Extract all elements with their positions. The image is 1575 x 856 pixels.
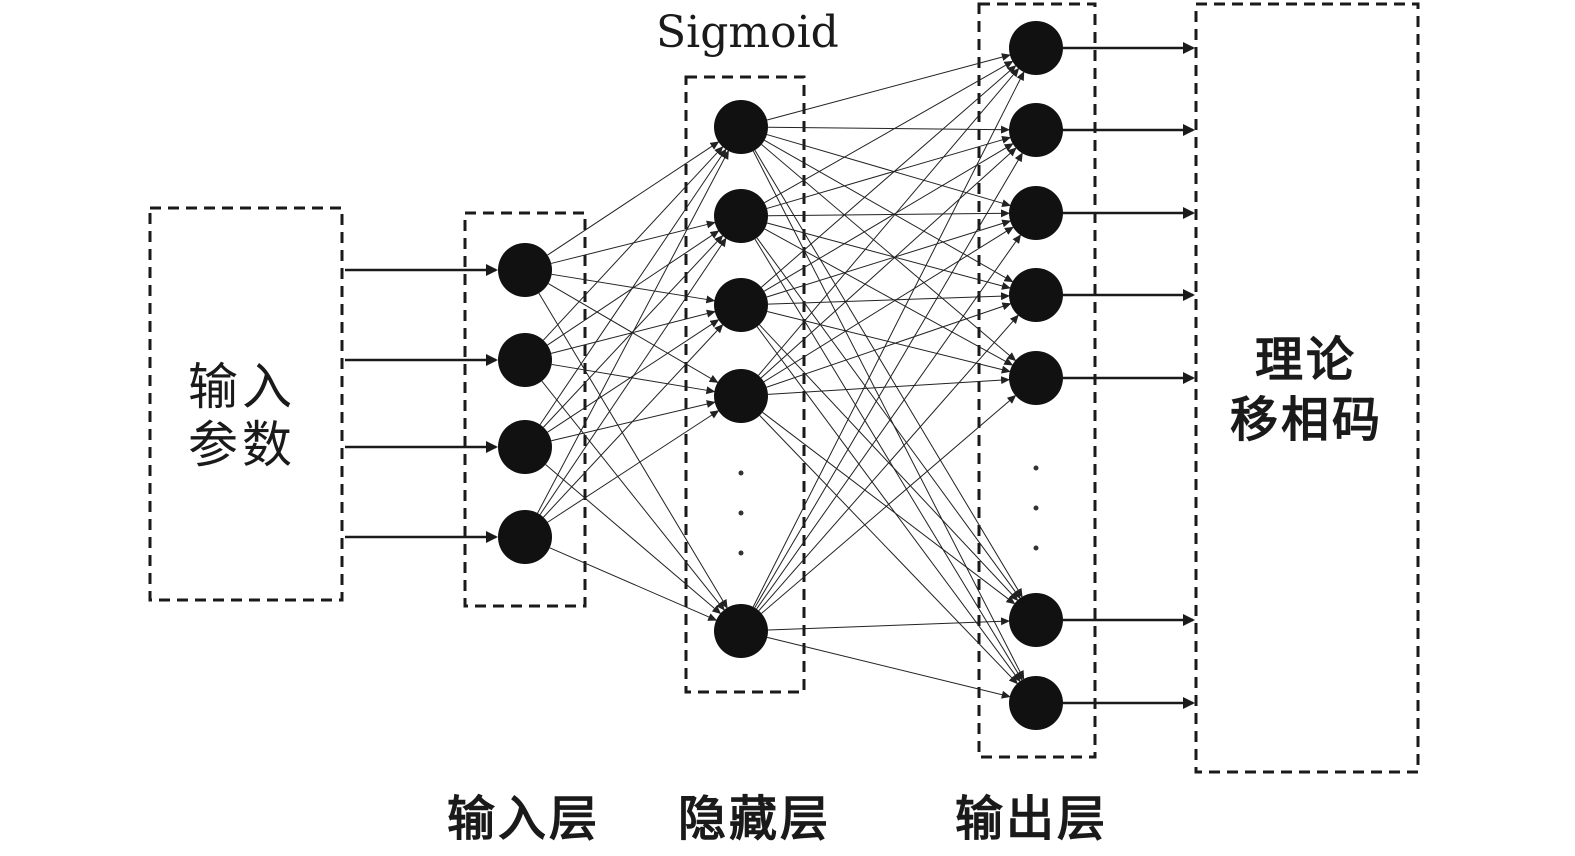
input-node-4 bbox=[498, 510, 552, 564]
connection-i2-h2 bbox=[547, 230, 720, 346]
input-arrows bbox=[345, 264, 498, 543]
output-ellipsis-dot-1 bbox=[1033, 465, 1039, 471]
connection-h2-o4 bbox=[766, 222, 1011, 290]
hidden-layer-label: 隐藏层 bbox=[678, 791, 832, 847]
input-params-label-line1: 输入 bbox=[188, 358, 296, 416]
input-layer-box bbox=[463, 211, 587, 608]
connection-i4-h5 bbox=[549, 547, 718, 621]
connection-i2-h1 bbox=[542, 146, 724, 341]
connection-i3-h1 bbox=[539, 148, 727, 425]
input-params-box bbox=[148, 206, 344, 602]
hidden-node-1 bbox=[714, 100, 768, 154]
output-node-1 bbox=[1009, 21, 1063, 75]
connection-h5-o3 bbox=[756, 234, 1022, 610]
connection-h3-o2 bbox=[763, 143, 1014, 292]
output-arrows bbox=[1063, 42, 1195, 709]
connection-h3-o5 bbox=[767, 311, 1011, 374]
hidden-node-3 bbox=[714, 278, 768, 332]
connection-h2-o5 bbox=[764, 228, 1014, 366]
connection-h2-o3 bbox=[767, 209, 1011, 218]
connection-h1-o4 bbox=[764, 139, 1014, 283]
connection-h1-o3 bbox=[766, 134, 1012, 208]
connection-i4-h3 bbox=[543, 324, 724, 518]
activation-label: Sigmoid bbox=[656, 7, 839, 58]
connection-h5-o6 bbox=[767, 617, 1011, 631]
input-node-1 bbox=[498, 243, 552, 297]
connection-h3-o4 bbox=[767, 292, 1011, 305]
output-layer-label: 输出层 bbox=[955, 791, 1109, 847]
connection-h5-o4 bbox=[758, 314, 1019, 612]
output-node-4 bbox=[1009, 268, 1063, 322]
hidden-ellipsis-dot-3 bbox=[738, 550, 744, 556]
connection-i1-h1 bbox=[547, 141, 720, 256]
connection-i4-h4 bbox=[547, 410, 720, 523]
connection-i2-h4 bbox=[551, 363, 716, 395]
connection-h4-o7 bbox=[759, 415, 1018, 685]
connection-h2-o2 bbox=[766, 135, 1012, 209]
hidden-ellipsis-dot-1 bbox=[738, 470, 744, 476]
hidden-output-connections bbox=[752, 53, 1025, 699]
input-params-label-line2: 参数 bbox=[188, 416, 296, 474]
hidden-node-4 bbox=[714, 369, 768, 423]
output-node-5 bbox=[1009, 351, 1063, 405]
connection-i4-h2 bbox=[539, 237, 727, 515]
connection-h1-o6 bbox=[754, 149, 1023, 598]
hidden-layer-box bbox=[684, 75, 806, 694]
output-target-label-line2: 移相码 bbox=[1230, 392, 1384, 448]
ellipsis-dots bbox=[738, 465, 1039, 556]
connection-h4-o6 bbox=[762, 411, 1016, 605]
output-ellipsis-dot-2 bbox=[1033, 505, 1039, 511]
connection-h5-o5 bbox=[761, 394, 1017, 614]
connection-h2-o1 bbox=[764, 60, 1014, 204]
connection-h4-o2 bbox=[760, 147, 1017, 379]
connection-h1-o1 bbox=[766, 53, 1011, 121]
hidden-ellipsis-dot-2 bbox=[738, 510, 744, 516]
output-node-6 bbox=[1009, 593, 1063, 647]
hidden-node-2 bbox=[714, 189, 768, 243]
connection-h1-o7 bbox=[752, 150, 1025, 680]
neuron-nodes bbox=[498, 21, 1063, 730]
connection-h4-o1 bbox=[758, 67, 1020, 376]
output-node-3 bbox=[1009, 186, 1063, 240]
connection-h3-o3 bbox=[766, 219, 1012, 298]
input-layer-label: 输入层 bbox=[447, 791, 601, 847]
connection-h5-o1 bbox=[752, 71, 1025, 608]
connection-h4-o4 bbox=[766, 302, 1012, 388]
connection-h1-o2 bbox=[767, 125, 1011, 134]
input-node-2 bbox=[498, 333, 552, 387]
connection-i1-h5 bbox=[538, 292, 728, 609]
output-node-2 bbox=[1009, 103, 1063, 157]
connection-h5-o7 bbox=[767, 636, 1011, 699]
hidden-node-5 bbox=[714, 604, 768, 658]
connection-h4-o3 bbox=[763, 226, 1014, 383]
connection-h2-o6 bbox=[756, 237, 1021, 600]
output-target-box bbox=[1194, 2, 1420, 774]
connection-h2-o7 bbox=[754, 238, 1023, 681]
connection-h5-o2 bbox=[754, 152, 1023, 608]
input-node-3 bbox=[498, 420, 552, 474]
connection-i2-h5 bbox=[541, 380, 725, 611]
connection-i3-h5 bbox=[545, 464, 722, 615]
output-layer-box bbox=[977, 2, 1097, 759]
connection-h4-o5 bbox=[767, 376, 1011, 395]
connection-i4-h1 bbox=[537, 150, 729, 514]
output-ellipsis-dot-3 bbox=[1033, 545, 1039, 551]
output-target-label-line1: 理论 bbox=[1255, 332, 1358, 388]
connection-h3-o1 bbox=[761, 65, 1017, 288]
input-hidden-connections bbox=[537, 141, 729, 621]
output-node-7 bbox=[1009, 676, 1063, 730]
